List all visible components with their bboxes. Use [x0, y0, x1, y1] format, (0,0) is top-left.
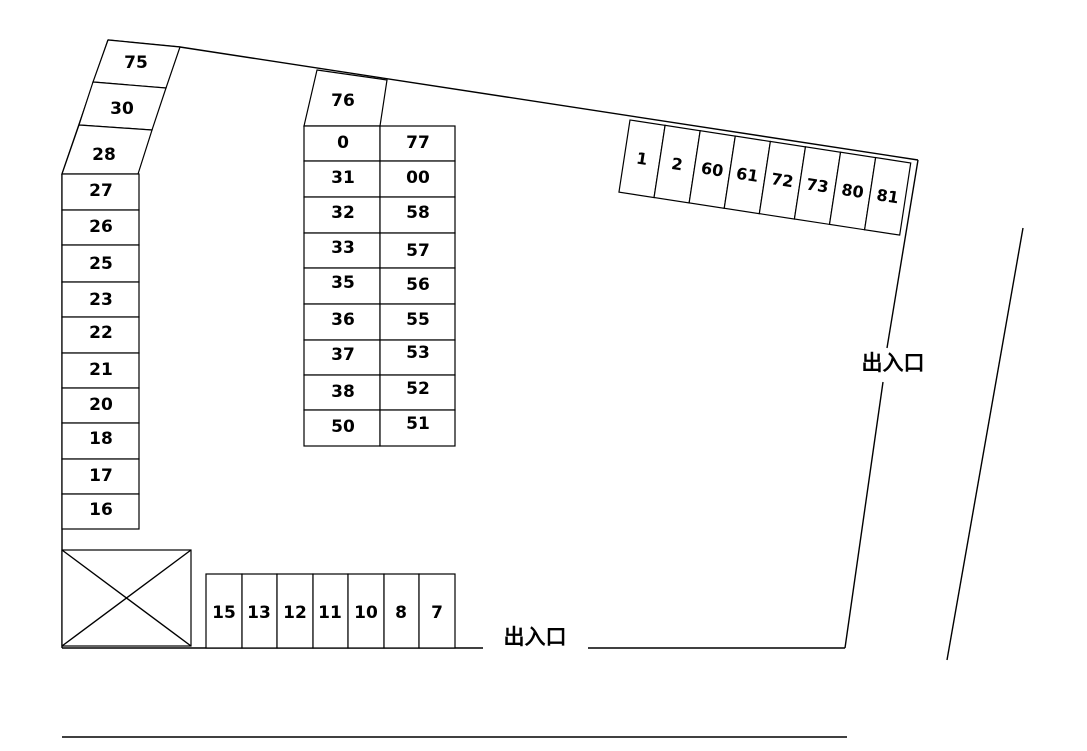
stall-label: 15: [212, 603, 236, 623]
stall-label: 61: [735, 164, 760, 186]
stall-label: 56: [406, 275, 430, 295]
stall-label: 10: [354, 603, 378, 623]
top-right-row-stalls: 1 2 60 61 72 73 80 81: [618, 119, 912, 236]
stall-label: 18: [89, 429, 113, 449]
stall-label: 53: [406, 343, 430, 363]
center-block-stalls: 76 0 31 32 33 35 36 37 38 50 77 00 58 57…: [303, 69, 456, 447]
parking-stall: [379, 267, 456, 305]
stall-label: 00: [406, 168, 430, 188]
stall-label: 76: [331, 91, 355, 111]
stall-label: 35: [331, 273, 355, 293]
stall-label: 0: [337, 133, 349, 153]
stall-label: 33: [331, 238, 355, 258]
stall-label: 38: [331, 382, 355, 402]
crossed-box-icon: [61, 549, 192, 647]
stall-label: 11: [318, 603, 342, 623]
stall-label: 37: [331, 345, 355, 365]
stall-label: 50: [331, 417, 355, 437]
parking-stall: [379, 125, 456, 162]
stall-label: 25: [89, 254, 113, 274]
parking-stall: [61, 281, 140, 318]
parking-stall: [379, 339, 456, 376]
stall-label: 12: [283, 603, 307, 623]
stall-label: 23: [89, 290, 113, 310]
stall-label: 2: [670, 154, 684, 174]
parking-stall: [312, 573, 349, 649]
left-angled-stalls: 75 30 28: [61, 39, 181, 175]
stall-label: 26: [89, 217, 113, 237]
parking-stall: [863, 156, 912, 236]
stall-label: 17: [89, 466, 113, 486]
stall-label: 27: [89, 181, 113, 201]
entrance-label-bottom: 出入口: [504, 625, 567, 649]
parking-stall: [61, 244, 140, 283]
parking-stall: [418, 573, 456, 649]
left-column-stalls: 27 26 25 23 22 21 20 18 17 16: [61, 173, 140, 530]
stall-label: 32: [331, 203, 355, 223]
parking-stall: [61, 352, 140, 389]
parking-stall: [61, 493, 140, 530]
parking-stall: [379, 232, 456, 269]
stall-label: 8: [395, 603, 407, 623]
parking-stall: [379, 409, 456, 447]
stall-label: 57: [406, 241, 430, 261]
stall-label: 80: [840, 180, 865, 202]
parking-stall: [303, 267, 381, 305]
stall-label: 22: [89, 323, 113, 343]
stall-label: 52: [406, 379, 430, 399]
stall-label: 72: [770, 169, 795, 191]
parking-stall: [61, 173, 140, 211]
stall-label: 58: [406, 203, 430, 223]
stall-label: 36: [331, 310, 355, 330]
parking-stall: [61, 387, 140, 424]
stall-label: 73: [805, 175, 830, 197]
parking-stall: [276, 573, 314, 649]
stall-label: 75: [124, 53, 148, 73]
parking-stall: [61, 316, 140, 354]
stall-label: 81: [875, 185, 900, 207]
stall-label: 30: [110, 99, 134, 119]
stall-label: 7: [431, 603, 443, 623]
stall-label: 13: [247, 603, 271, 623]
parking-stall: [61, 422, 140, 460]
parking-stall: [61, 458, 140, 495]
stall-label: 60: [700, 158, 725, 180]
stall-label: 31: [331, 168, 355, 188]
stall-label: 28: [92, 145, 116, 165]
parking-stall: [61, 209, 140, 246]
parking-stall: [303, 303, 381, 341]
parking-stall: [303, 232, 381, 269]
street-line-right: [946, 227, 1024, 661]
parking-stall: [303, 374, 381, 411]
parking-stall: [379, 374, 456, 411]
stall-label: 55: [406, 310, 430, 330]
stall-label: 20: [89, 395, 113, 415]
stall-label: 77: [406, 133, 430, 153]
stall-label: 51: [406, 414, 430, 434]
bottom-row-stalls: 15 13 12 11 10 8 7: [205, 573, 456, 649]
stall-label: 21: [89, 360, 113, 380]
entrance-label-right: 出入口: [862, 351, 925, 375]
stall-label: 1: [635, 149, 649, 169]
stall-label: 16: [89, 500, 113, 520]
